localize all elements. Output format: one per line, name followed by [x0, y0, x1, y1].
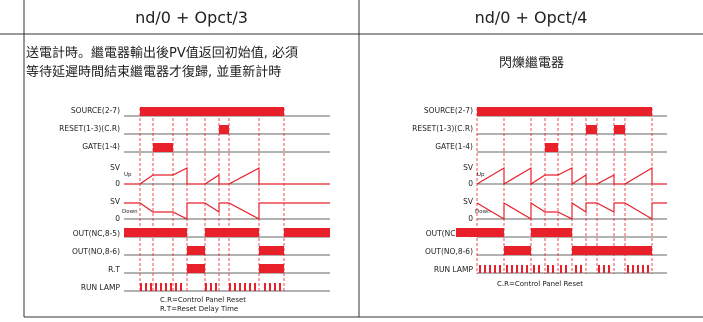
label-down: Down: [122, 209, 138, 215]
reset-pulse-2: [614, 125, 625, 134]
note-rt: R.T=Reset Delay Time: [160, 305, 238, 313]
left-desc-line-2: 等待延遲時間結束繼電器才復歸, 並重新計時: [26, 65, 282, 80]
out-no-pulse-2: [572, 246, 652, 255]
sv-up-waveform: [124, 167, 330, 185]
right-title: nd/0 + Opct/4: [474, 8, 588, 27]
reset-pulse: [219, 125, 229, 134]
run-lamp-pulses: [140, 283, 281, 291]
label-run-lamp: RUN LAMP: [434, 265, 474, 274]
out-nc-pulse-2: [531, 228, 572, 237]
label-sv-down: SV: [110, 197, 121, 206]
note-cr: C.R=Control Panel Reset: [160, 296, 246, 304]
label-sv-down: SV: [463, 197, 474, 206]
rt-pulse-2: [259, 264, 284, 273]
out-no-pulse-1: [187, 246, 205, 255]
label-reset: RESET(1-3)(C.R): [412, 124, 473, 133]
gate-pulse: [545, 143, 558, 152]
sv-up-waveform: [476, 166, 667, 186]
left-timing-chart: SOURCE(2-7) RESET(1-3)(C.R) GATE(1-4) SV…: [59, 106, 330, 313]
out-nc-pulse-1: [124, 228, 187, 237]
reset-pulse-1: [586, 125, 597, 134]
label-rt: R.T: [108, 265, 120, 274]
label-gate: GATE(1-4): [435, 142, 473, 151]
out-nc-pulse-3: [284, 228, 330, 237]
out-nc-pulse-2: [205, 228, 259, 237]
label-out-no: OUT(NO,8-6): [72, 247, 120, 256]
label-out-nc: OUT(NC,8-5): [426, 229, 473, 238]
label-up: Up: [477, 172, 485, 178]
out-no-pulse-2: [259, 246, 284, 255]
label-source: SOURCE(2-7): [424, 106, 473, 115]
source-pulse: [477, 107, 652, 116]
label-out-no: OUT(NO,8-6): [425, 247, 473, 256]
label-gate: GATE(1-4): [82, 142, 120, 151]
label-zero-up: 0: [115, 179, 120, 188]
source-pulse: [140, 107, 284, 116]
right-description: 閃爍繼電器: [498, 56, 564, 71]
run-lamp-pulses: [479, 265, 649, 273]
left-desc-line-1: 送電計時。繼電器輸出後PV值返回初始值, 必須: [26, 46, 298, 61]
sv-down-waveform: [124, 202, 330, 220]
label-up: Up: [124, 172, 132, 178]
label-zero-down: 0: [468, 214, 473, 223]
label-down: Down: [475, 209, 491, 215]
note-cr: C.R=Control Panel Reset: [497, 280, 583, 288]
label-zero-up: 0: [468, 179, 473, 188]
out-nc-pulse-1: [456, 228, 504, 237]
rt-pulse-1: [187, 264, 205, 273]
left-description: 送電計時。繼電器輸出後PV值返回初始值, 必須 等待延遲時間結束繼電器才復歸, …: [24, 44, 359, 82]
label-out-nc: OUT(NC,8-5): [73, 229, 120, 238]
label-run-lamp: RUN LAMP: [81, 283, 121, 292]
right-timing-chart: SOURCE(2-7) RESET(1-3)(C.R) GATE(1-4) SV…: [412, 106, 667, 288]
left-title: nd/0 + Opct/3: [135, 8, 248, 27]
gate-pulse: [153, 143, 173, 152]
out-no-pulse-1: [504, 246, 531, 255]
label-reset: RESET(1-3)(C.R): [59, 124, 120, 133]
label-zero-down: 0: [115, 214, 120, 223]
label-source: SOURCE(2-7): [71, 106, 120, 115]
label-sv-up: SV: [110, 163, 121, 172]
sv-down-waveform: [476, 201, 667, 221]
label-sv-up: SV: [463, 163, 474, 172]
